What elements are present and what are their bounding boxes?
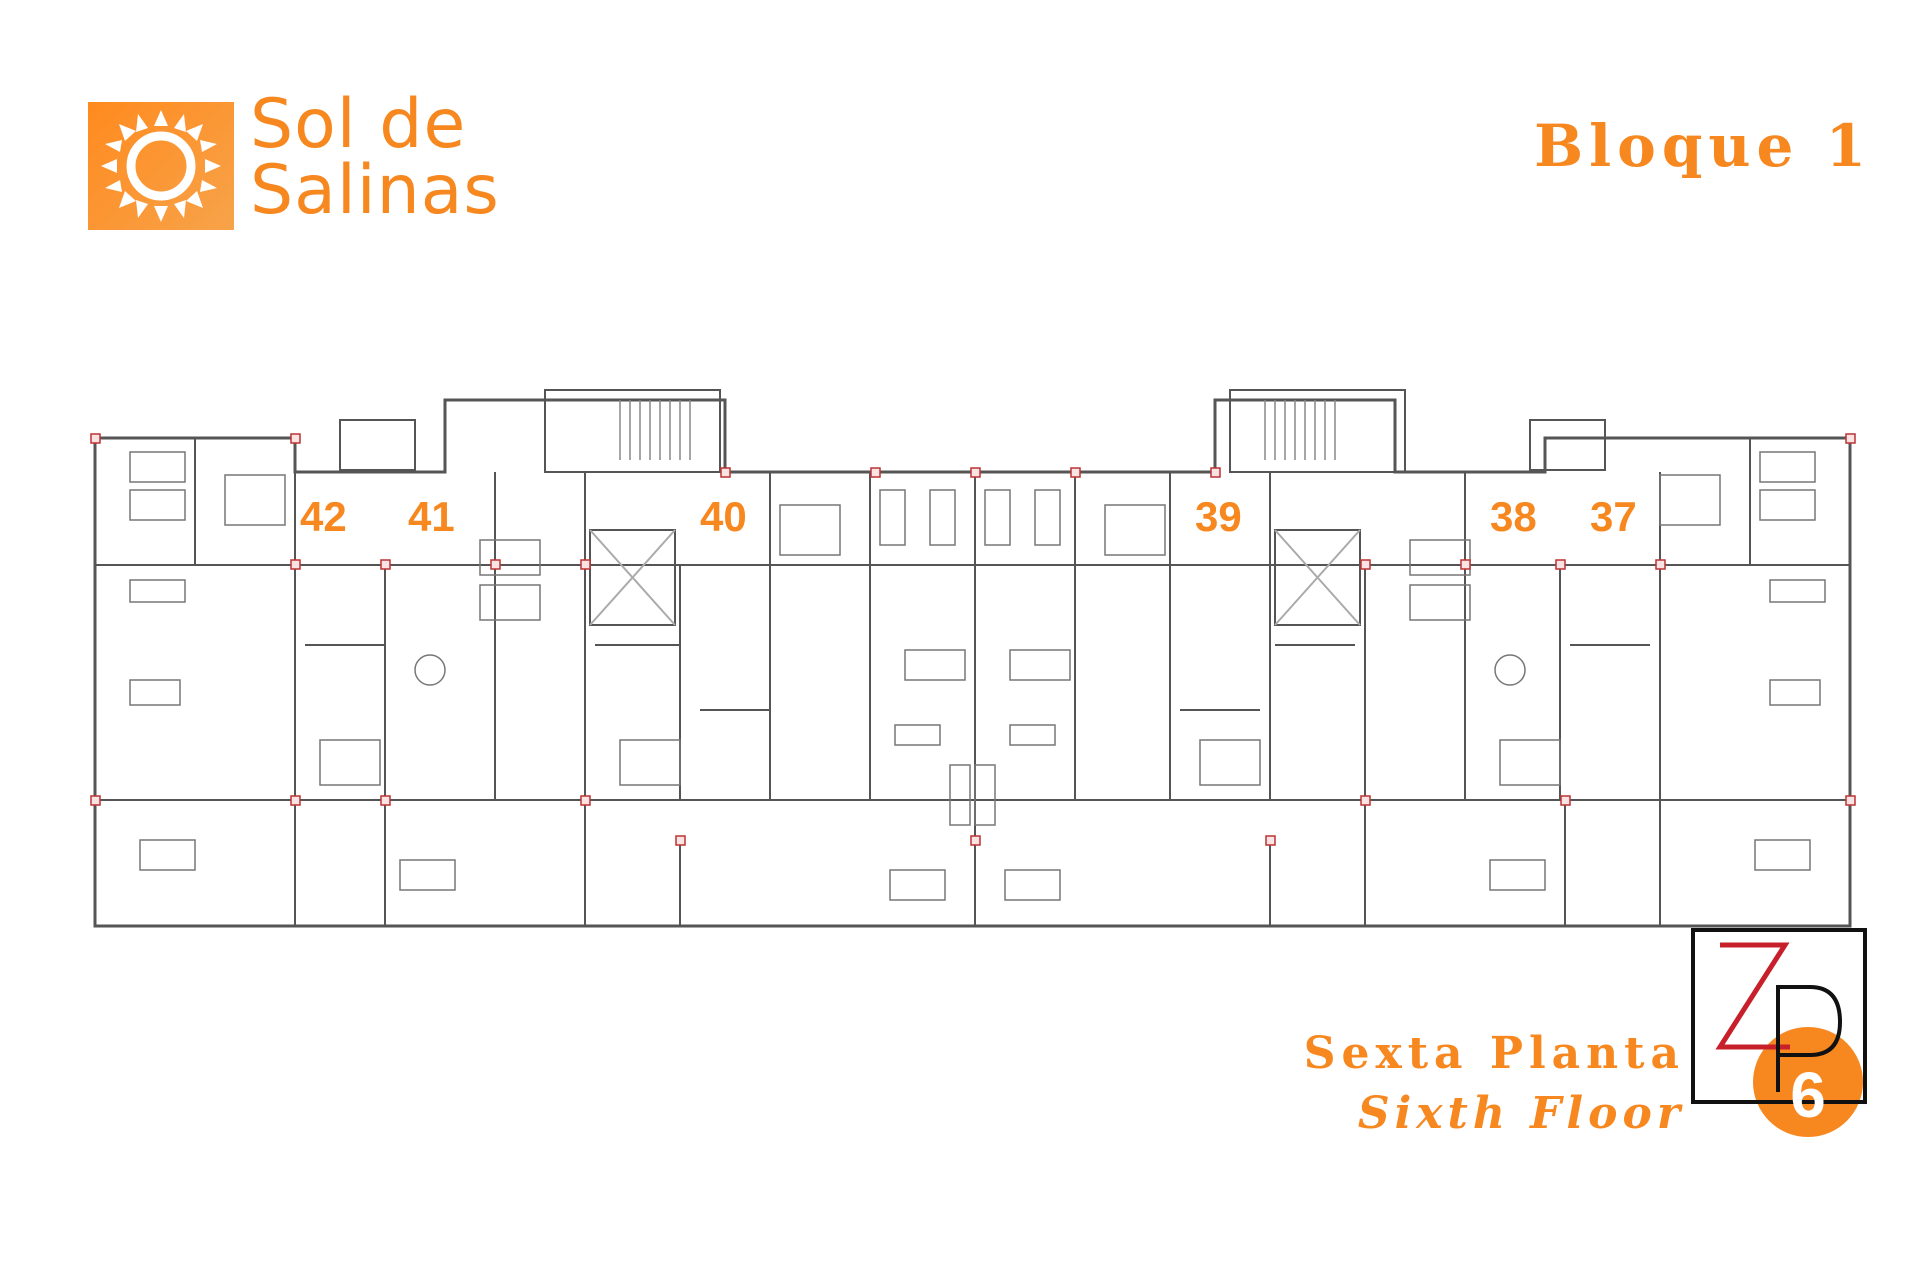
block-title: Bloque 1 (1534, 112, 1872, 180)
floor-plan (90, 389, 1856, 928)
unit-number: 42 (300, 493, 347, 540)
sun-icon (101, 110, 221, 222)
badge-p-glyph (1776, 985, 1843, 1092)
floor-label-english: Sixth Floor (1357, 1088, 1685, 1139)
badge-z-glyph (1715, 942, 1790, 1050)
brand-name: Sol de Salinas (250, 85, 500, 230)
unit-number: 39 (1195, 493, 1242, 540)
brand-line-2: Salinas (250, 151, 500, 230)
badge-number: 6 (1790, 1059, 1826, 1131)
brand-logo: Sol de Salinas (88, 85, 548, 242)
unit-number: 37 (1590, 493, 1637, 540)
badge-frame (1691, 928, 1867, 1104)
floor-label-spanish: Sexta Planta (1303, 1028, 1685, 1079)
floor-badge: 6 (1691, 928, 1867, 1137)
unit-number: 41 (408, 493, 455, 540)
unit-number: 38 (1490, 493, 1537, 540)
brand-line-1: Sol de (250, 85, 467, 164)
unit-number: 40 (700, 493, 747, 540)
logo-box (88, 102, 234, 230)
